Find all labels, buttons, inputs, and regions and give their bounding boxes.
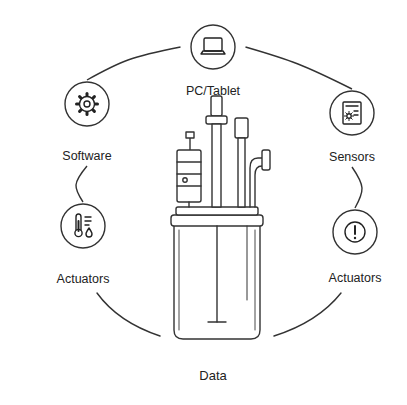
ring-arc [97,293,160,336]
circle-outline [65,82,109,126]
probe-cap [235,118,248,138]
tube [255,166,266,207]
node-label: Actuators [325,271,386,286]
module-knob [183,178,187,182]
vessel-wall [255,230,256,330]
circle-outline [330,91,374,135]
module-line [177,173,201,174]
module-line [177,185,201,186]
probe-cap [186,132,194,138]
vessel-plate [176,207,258,215]
icon-node: Sensors [325,90,379,165]
node-label: PC/Tablet [182,84,245,99]
dip-tube [247,226,248,300]
probe-body [212,124,221,207]
circle-outline [61,204,105,248]
probe-cap [211,96,222,116]
thermo-icon [75,214,92,237]
icon-circle [190,24,236,70]
icon-circle [64,81,110,127]
node-label: Software [58,149,116,164]
module-line [177,161,201,162]
ring-connector [76,166,87,202]
tube-connector [262,150,270,170]
icon-circle [332,209,378,255]
icon-node: Software [58,81,116,164]
ring-connector [246,47,353,89]
caption-label: Data [199,368,226,383]
node-label: Sensors [325,150,379,165]
probe [189,137,190,150]
stirrer-blade [208,321,226,322]
circle-outline [333,210,377,254]
probe-flange [206,116,227,124]
panel-icon [343,102,361,124]
icon-node: PC/Tablet [182,24,245,99]
laptop-icon [201,38,225,54]
vessel-wall [179,230,180,330]
probe [188,202,189,207]
probe-body [238,138,245,207]
ring-arc [274,293,341,336]
control-module [177,150,201,202]
ring-connector [87,47,181,80]
node-label: Actuators [53,272,114,287]
alert-icon [345,222,365,242]
circle-outline [191,25,235,69]
icon-node: Actuators [53,203,114,287]
icon-circle [329,90,375,136]
vessel-jar [174,226,260,339]
icon-node: Actuators [325,209,386,286]
icon-circle [60,203,106,249]
ring-connector [352,167,362,208]
gear-icon [77,94,98,115]
vessel-lid [171,215,263,226]
stirrer-shaft [216,226,217,322]
